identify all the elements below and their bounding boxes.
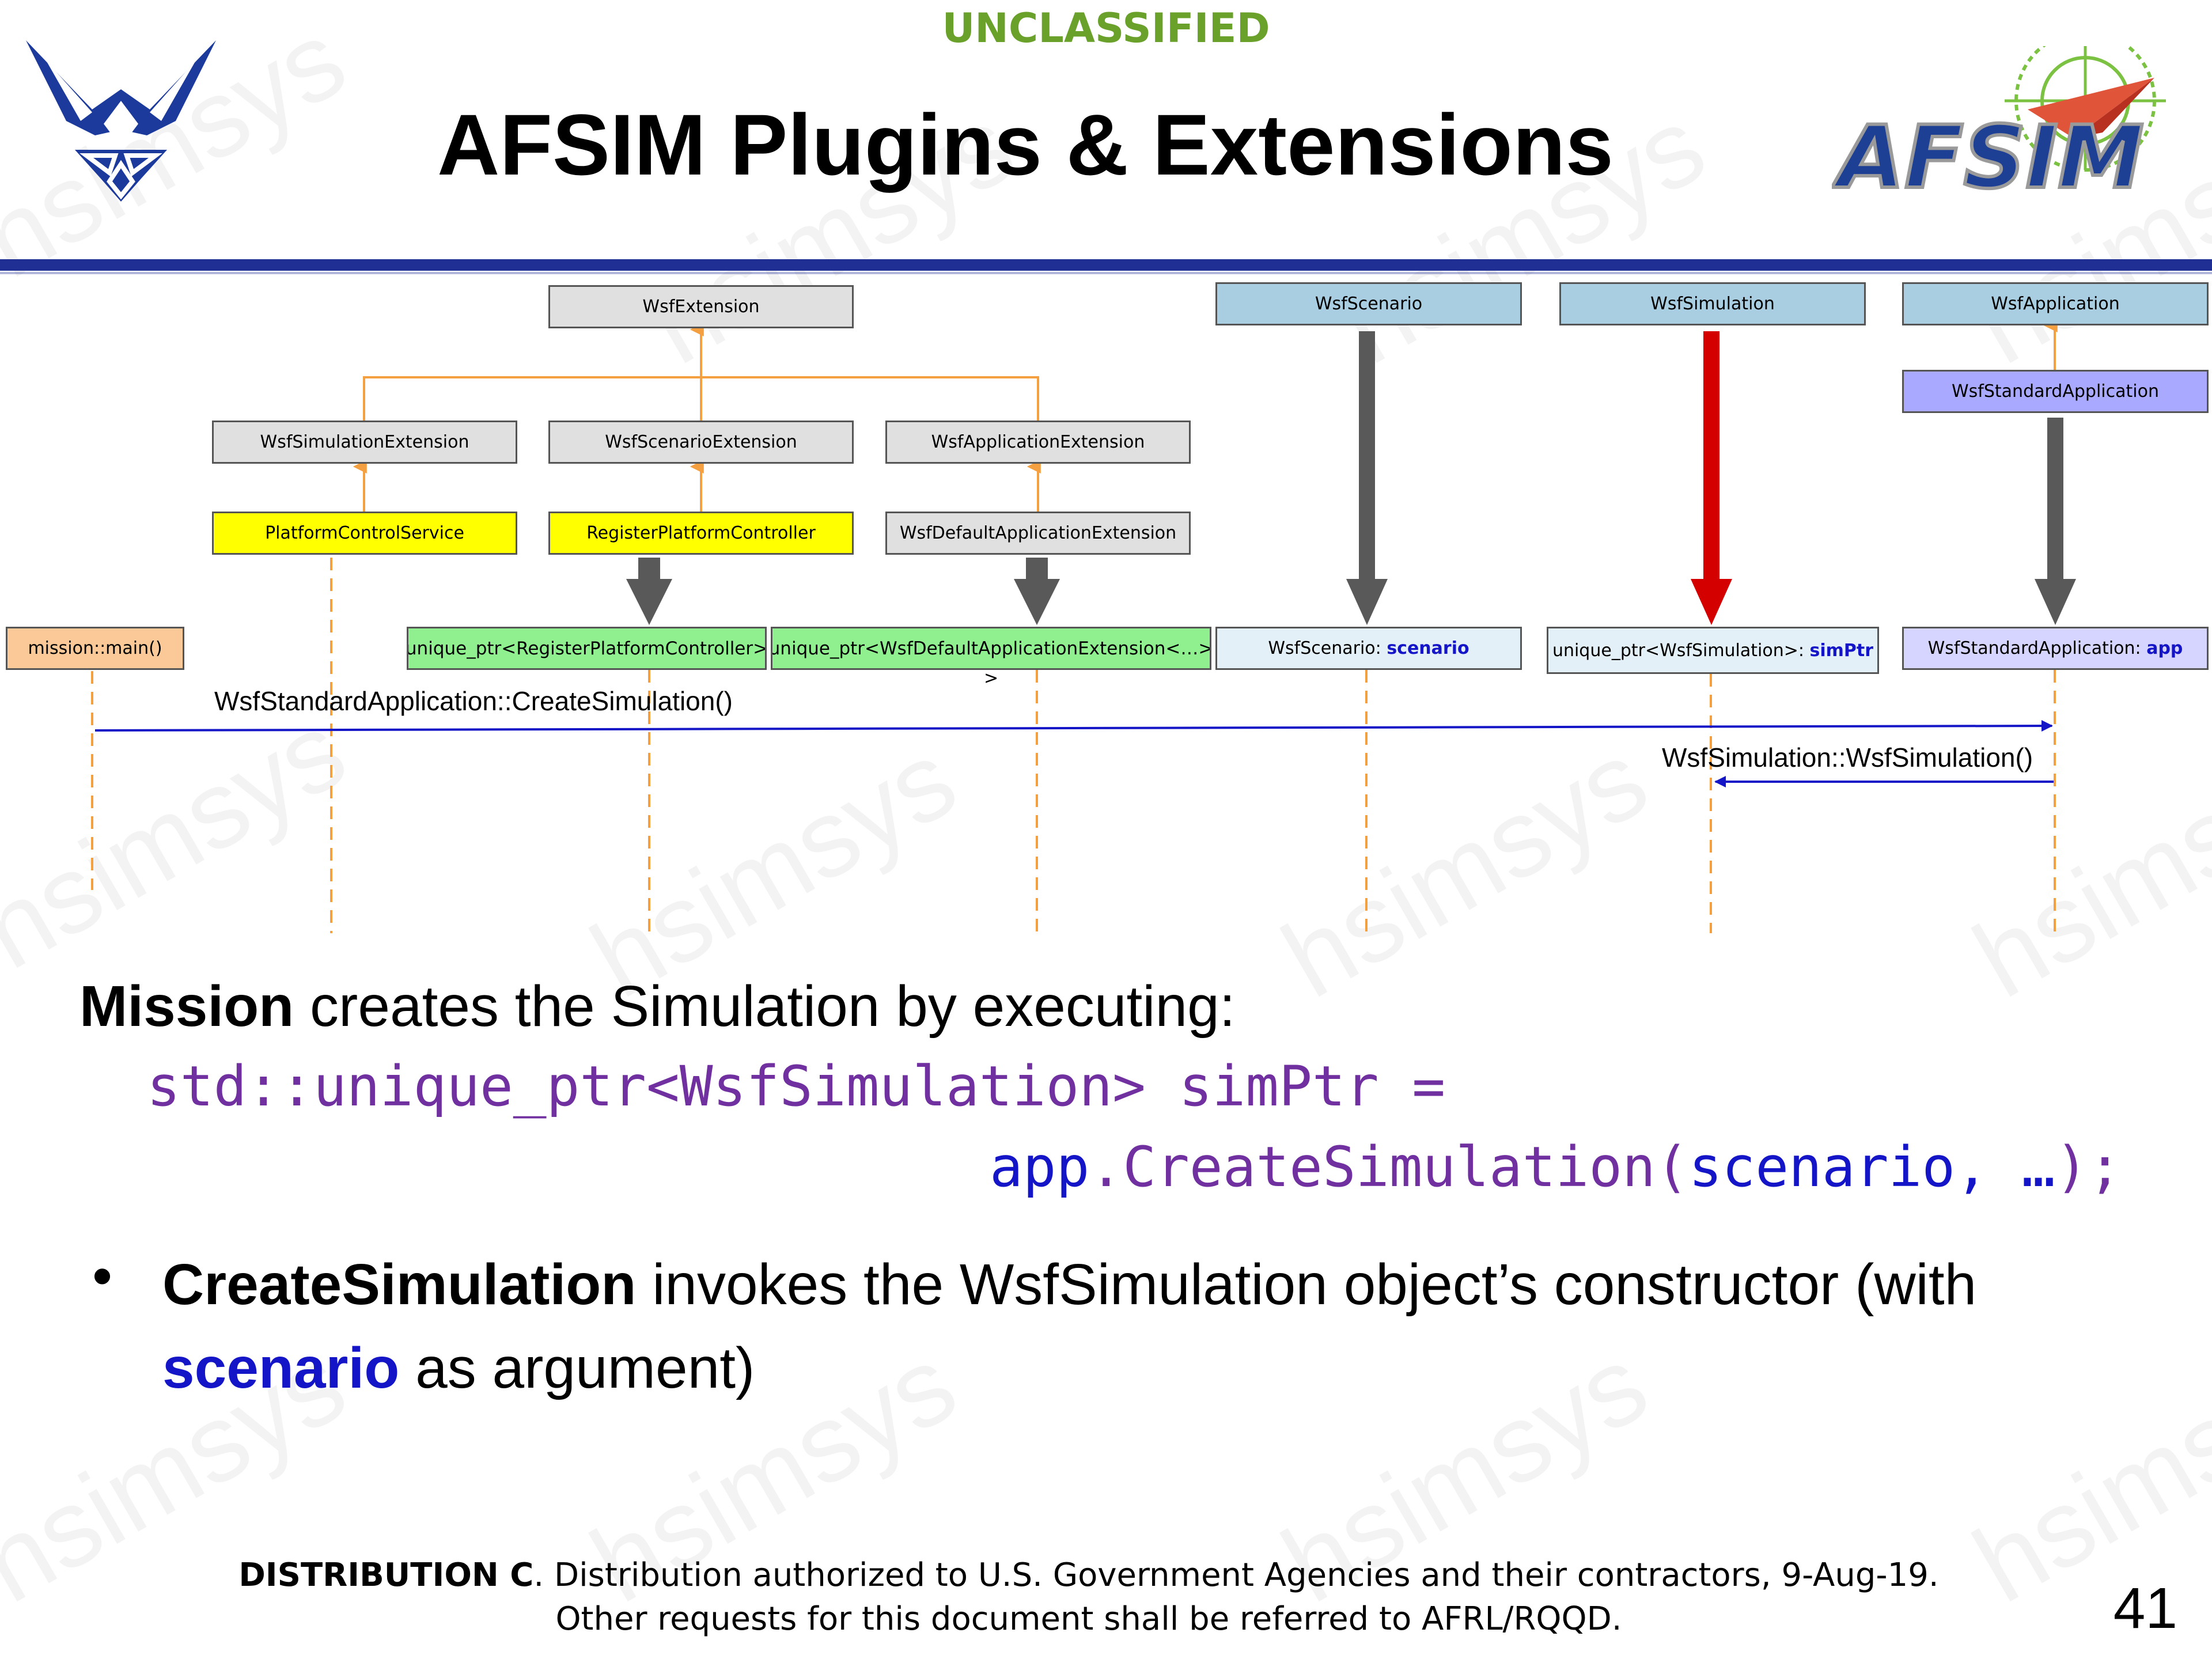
wsf-application-extension-class: WsfApplicationExtension	[885, 421, 1191, 464]
code-end: );	[2055, 1135, 2122, 1199]
object-name: scenario	[1387, 638, 1469, 658]
register-platform-controller-class: RegisterPlatformController	[548, 512, 854, 555]
code-line-1: std::unique_ptr<WsfSimulation> simPtr =	[147, 1054, 1446, 1119]
scenario-object: WsfScenario: scenario	[1215, 627, 1522, 670]
object-name: app	[2146, 638, 2183, 658]
header-rule	[0, 259, 2212, 271]
mission-statement: Mission creates the Simulation by execut…	[79, 974, 1236, 1040]
object-name-overflow: >	[984, 668, 999, 688]
bullet-highlight: scenario	[162, 1336, 400, 1400]
afsim-logo-text: AFSIM	[1832, 108, 2144, 208]
distribution-bold: DISTRIBUTION C	[238, 1556, 534, 1594]
bullet-bold: CreateSimulation	[162, 1252, 637, 1317]
mission-bold: Mission	[79, 974, 294, 1039]
wsf-extension-class: WsfExtension	[548, 285, 854, 328]
mission-main-object: mission::main()	[6, 627, 184, 670]
distribution-statement: DISTRIBUTION C. Distribution authorized …	[0, 1556, 2195, 1594]
object-type: WsfScenario:	[1268, 638, 1387, 658]
page-title: AFSIM Plugins & Extensions	[437, 96, 1613, 193]
us-air-force-wings-logo	[26, 40, 216, 202]
bullet-marker: •	[92, 1244, 113, 1308]
object-name: simPtr	[1809, 640, 1874, 661]
wsf-standard-application-class: WsfStandardApplication	[1902, 370, 2209, 413]
lifelines	[91, 558, 2056, 933]
simptr-object: unique_ptr<WsfSimulation>: simPtr	[1547, 627, 1879, 674]
unique-ptr-default-application-extension-object: unique_ptr<WsfDefaultApplicationExtensio…	[771, 627, 1211, 670]
app-object: WsfStandardApplication: app	[1902, 627, 2209, 670]
code-line-2: app.CreateSimulation(scenario, …);	[990, 1135, 2122, 1199]
creation-arrows	[626, 331, 2076, 625]
unique-ptr-register-platform-controller-object: unique_ptr<RegisterPlatformController>	[407, 627, 767, 670]
classification-banner: UNCLASSIFIED	[942, 5, 1270, 52]
page-number: 41	[2113, 1576, 2177, 1641]
inheritance-connectors	[353, 319, 2058, 512]
bullet-text: CreateSimulation invokes the WsfSimulati…	[162, 1243, 2179, 1410]
platform-control-service-class: PlatformControlService	[212, 512, 517, 555]
wsf-application-class: WsfApplication	[1902, 282, 2209, 325]
message-create-simulation: WsfStandardApplication::CreateSimulation…	[214, 686, 733, 716]
sequence-diagram-lines	[91, 319, 2076, 933]
distribution-statement-line2: Other requests for this document shall b…	[555, 1600, 1622, 1638]
wsf-scenario-class: WsfScenario	[1215, 282, 1522, 325]
message-wsf-simulation-constructor: WsfSimulation::WsfSimulation()	[1662, 743, 2033, 772]
code-call: .CreateSimulation(	[1089, 1135, 1689, 1199]
object-type: unique_ptr<WsfSimulation>:	[1552, 640, 1810, 661]
mission-rest: creates the Simulation by executing:	[294, 974, 1236, 1039]
header-rule-shadow	[0, 272, 2212, 274]
bullet-rest: as argument)	[399, 1336, 755, 1400]
wsf-scenario-extension-class: WsfScenarioExtension	[548, 421, 854, 464]
code-app: app	[990, 1135, 1090, 1199]
afsim-logo: AFSIM	[1832, 46, 2166, 210]
messages	[94, 720, 2054, 787]
wsf-simulation-class: WsfSimulation	[1559, 282, 1866, 325]
wsf-default-application-extension-class: WsfDefaultApplicationExtension	[885, 512, 1191, 555]
wsf-simulation-extension-class: WsfSimulationExtension	[212, 421, 517, 464]
distribution-rest: . Distribution authorized to U.S. Govern…	[533, 1556, 1939, 1594]
code-arg: scenario, …	[1688, 1135, 2055, 1199]
bullet-rest: invokes the WsfSimulation object’s const…	[636, 1252, 1977, 1317]
object-type: WsfStandardApplication:	[1927, 638, 2147, 658]
